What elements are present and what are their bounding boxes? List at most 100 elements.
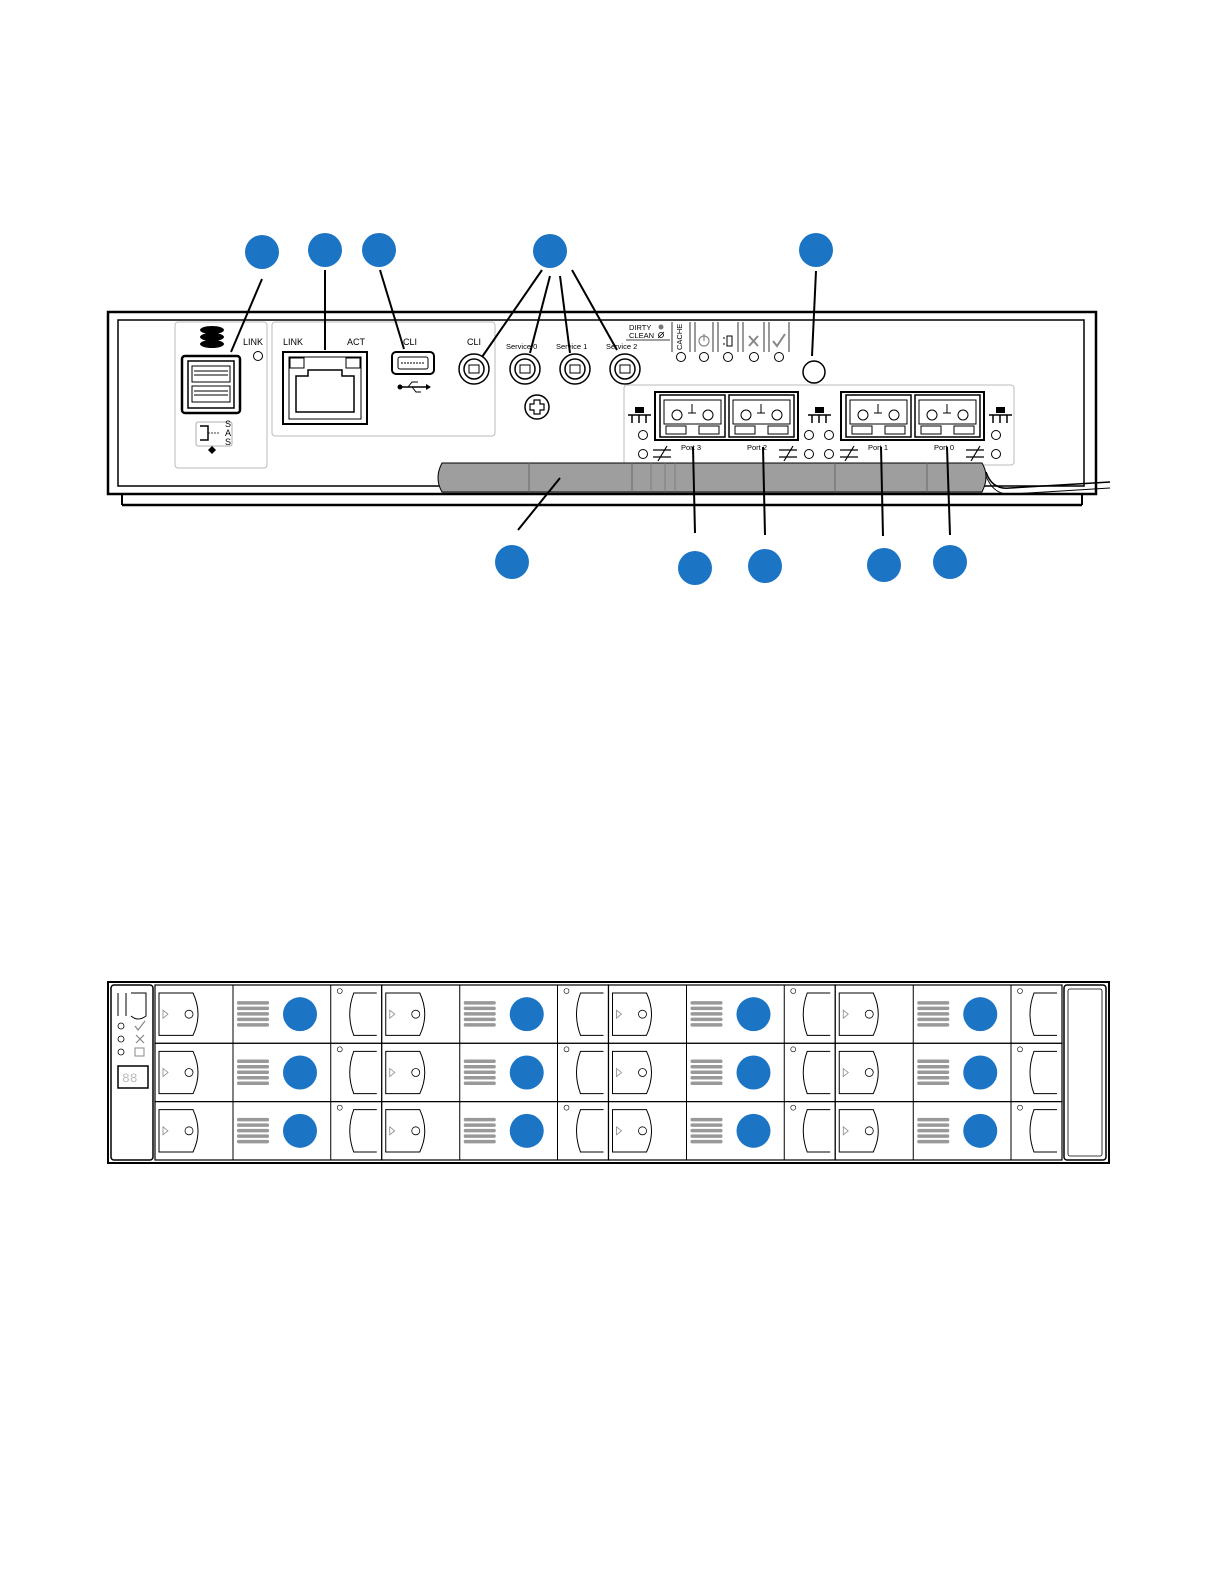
left-ear: 88 (111, 985, 153, 1160)
vent-slot (464, 1118, 496, 1122)
vent-slot (464, 1071, 496, 1075)
drive-led (1018, 1105, 1023, 1110)
drive-bay[interactable] (609, 985, 836, 1043)
vent-slot (237, 1076, 269, 1080)
callout-marker (867, 548, 901, 582)
vent-slot (237, 1065, 269, 1069)
power-led (700, 353, 709, 362)
lock-icon (412, 1069, 420, 1077)
vent-slot (237, 1001, 269, 1005)
vent-slot (464, 1060, 496, 1064)
sas-link-led (254, 352, 263, 361)
drive-bays (155, 985, 1062, 1160)
vent-slot (691, 1065, 723, 1069)
vent-slot (917, 1018, 949, 1022)
vent-slot (464, 1129, 496, 1133)
vent-slot (917, 1023, 949, 1027)
vent-slot (917, 1123, 949, 1127)
lock-icon (185, 1069, 193, 1077)
vent-slot (237, 1007, 269, 1011)
lock-icon (639, 1069, 647, 1077)
reset-button[interactable] (803, 361, 825, 383)
drive-bay[interactable] (155, 985, 382, 1043)
drive-bay[interactable] (609, 1102, 836, 1160)
vent-slot (237, 1018, 269, 1022)
drive-bay[interactable] (609, 1043, 836, 1101)
service-2-label: Service 2 (606, 342, 637, 351)
callout-marker (308, 233, 342, 267)
port-2-sfp-cage[interactable] (729, 395, 794, 437)
mounting-screw-icon (525, 395, 549, 419)
sas-letter-3: S (225, 437, 231, 447)
drive-led (791, 1047, 796, 1052)
ethernet-act-led (346, 358, 360, 368)
port-0-sfp-cage[interactable] (915, 395, 980, 437)
port-0-label: Port 0 (934, 443, 954, 452)
vent-slot (917, 1129, 949, 1133)
vent-slot (464, 1023, 496, 1027)
drive-bay[interactable] (382, 1043, 609, 1101)
drive-bay[interactable] (382, 1102, 609, 1160)
drive-bay[interactable] (835, 1043, 1062, 1101)
callout-marker (533, 234, 567, 268)
vent-slot (464, 1007, 496, 1011)
cli-serial-port[interactable] (459, 354, 489, 384)
drive-led (564, 1105, 569, 1110)
vent-slot (917, 1007, 949, 1011)
host-ports-area: Port 3 Port 2 Port 1 Port 0 (624, 385, 1014, 465)
port-2-link-led (805, 431, 814, 440)
id-icon (135, 1048, 144, 1056)
vent-slot (917, 1065, 949, 1069)
lock-icon (865, 1069, 873, 1077)
callout-marker (510, 997, 544, 1031)
vent-slot (237, 1082, 269, 1086)
callout-marker (245, 235, 279, 269)
ethernet-link-led (290, 358, 304, 368)
drive-bay[interactable] (155, 1043, 382, 1101)
vent-slot (691, 1071, 723, 1075)
ethernet-port[interactable] (283, 352, 367, 424)
service-2-port[interactable] (610, 354, 640, 384)
usb-cli-port[interactable] (392, 352, 434, 374)
vent-slot (237, 1023, 269, 1027)
drive-bay[interactable] (835, 985, 1062, 1043)
vent-slot (464, 1134, 496, 1138)
callout-marker (799, 233, 833, 267)
vent-slot (917, 1082, 949, 1086)
vent-slot (691, 1129, 723, 1133)
drive-bay[interactable] (155, 1102, 382, 1160)
callout-marker (495, 545, 529, 579)
controller-handle[interactable] (438, 463, 986, 492)
callout-marker (678, 551, 712, 585)
callout-marker (737, 1056, 771, 1090)
vent-slot (691, 1012, 723, 1016)
vent-slot (917, 1134, 949, 1138)
cli-serial-label: CLI (467, 337, 481, 347)
vent-slot (691, 1007, 723, 1011)
service-1-port[interactable] (560, 354, 590, 384)
vent-slot (464, 1001, 496, 1005)
drive-led (337, 989, 342, 994)
vent-slot (237, 1060, 269, 1064)
lock-icon (639, 1010, 647, 1018)
callout-marker (283, 1114, 317, 1148)
service-1-label: Service 1 (556, 342, 587, 351)
enclosure-front: 88 (108, 982, 1109, 1163)
port-3-link-led (639, 431, 648, 440)
ok-led (775, 353, 784, 362)
vent-slot (237, 1129, 269, 1133)
vent-slot (464, 1065, 496, 1069)
sas-connector[interactable] (182, 356, 240, 413)
drive-led (337, 1105, 342, 1110)
drive-bay[interactable] (382, 985, 609, 1043)
sas-expansion-port-area: LINK S A S (175, 322, 267, 468)
callout-marker (737, 1114, 771, 1148)
vent-slot (691, 1018, 723, 1022)
vent-slot (464, 1123, 496, 1127)
ethernet-act-label: ACT (347, 337, 366, 347)
drive-bay[interactable] (835, 1102, 1062, 1160)
service-0-port[interactable] (510, 354, 540, 384)
port-1-label: Port 1 (868, 443, 888, 452)
callout-marker (748, 549, 782, 583)
vent-slot (917, 1140, 949, 1144)
